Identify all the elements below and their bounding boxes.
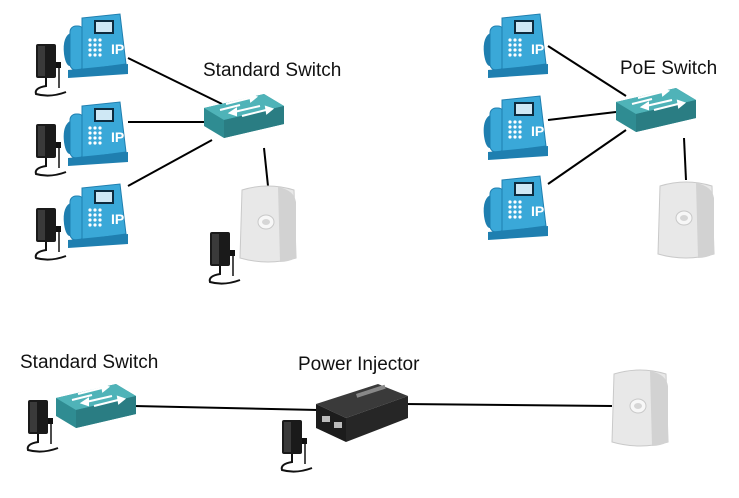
ip-phone-icon: IP xyxy=(483,95,549,161)
power-injector-icon xyxy=(316,384,408,442)
link-poe-phone1-switch xyxy=(547,45,627,97)
phone-ip-badge: IP xyxy=(111,41,124,57)
link-switch-ap xyxy=(263,147,269,187)
phone-ip-badge: IP xyxy=(111,129,124,145)
bottom-standard-switch-label: Standard Switch xyxy=(20,352,158,373)
link-phone1-switch xyxy=(127,57,223,105)
link-phone3-switch xyxy=(127,139,213,187)
power-adapter-icon xyxy=(34,207,67,261)
phone-ip-badge: IP xyxy=(531,41,544,57)
power-adapter-icon xyxy=(26,399,59,453)
phone-ip-badge: IP xyxy=(531,123,544,139)
wireless-access-point-icon xyxy=(657,181,715,259)
power-adapter-icon xyxy=(208,231,241,285)
poe-switch-label: PoE Switch xyxy=(620,58,717,79)
link-injector-ap xyxy=(403,403,613,407)
ip-phone-icon: IP xyxy=(483,175,549,241)
phone-ip-badge: IP xyxy=(531,203,544,219)
wireless-access-point-icon xyxy=(239,185,297,263)
power-adapter-icon xyxy=(34,43,67,97)
ip-phone-icon: IP xyxy=(63,13,129,79)
phone-ip-badge: IP xyxy=(111,211,124,227)
link-poe-phone3-switch xyxy=(547,129,627,185)
standard-switch-label: Standard Switch xyxy=(203,60,341,81)
wireless-access-point-icon xyxy=(611,369,669,447)
link-poe-switch-ap xyxy=(683,137,687,181)
power-adapter-icon xyxy=(280,419,313,473)
power-injector-label: Power Injector xyxy=(298,354,420,375)
link-poe-phone2-switch xyxy=(547,111,617,121)
ip-phone-icon: IP xyxy=(63,101,129,167)
ip-phone-icon: IP xyxy=(483,13,549,79)
ip-phone-icon: IP xyxy=(63,183,129,249)
network-switch-icon xyxy=(615,87,697,133)
link-switch-injector xyxy=(133,405,319,411)
power-adapter-icon xyxy=(34,123,67,177)
network-switch-icon xyxy=(55,383,137,429)
